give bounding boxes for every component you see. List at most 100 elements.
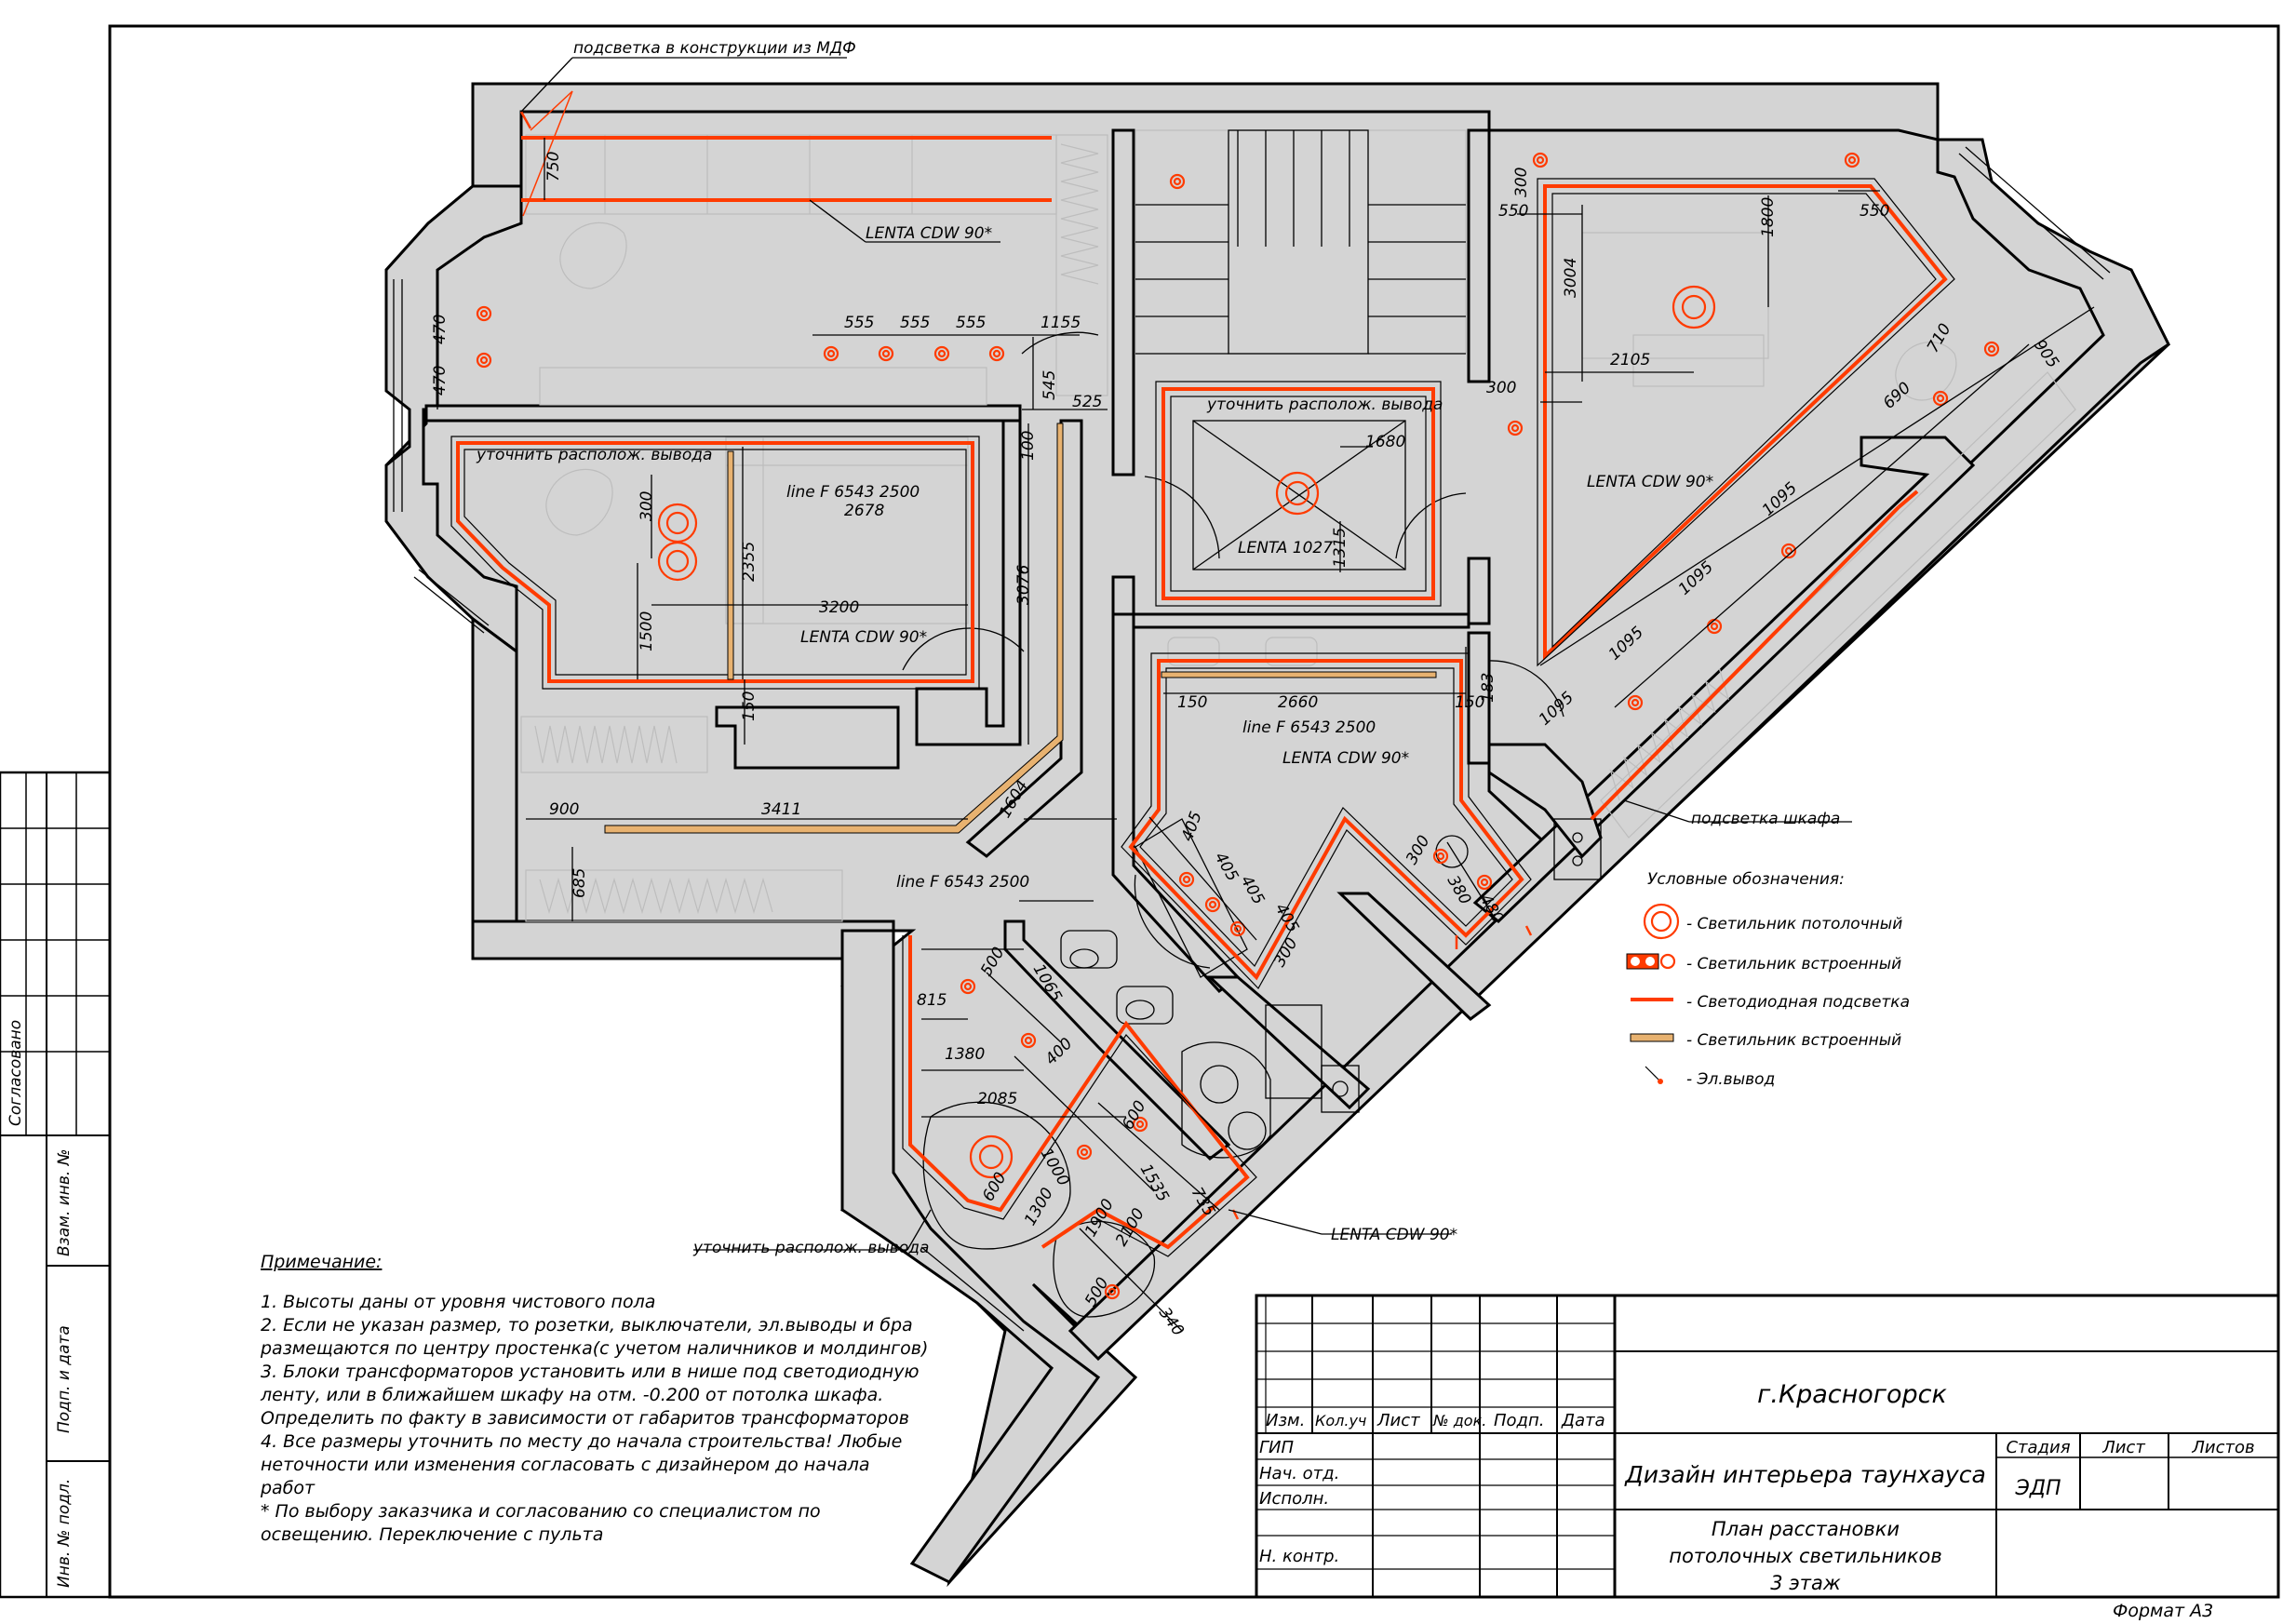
note-line: 4. Все размеры уточнить по месту до нача… (261, 1431, 902, 1452)
dim-1680: 1680 (1365, 433, 1405, 451)
lenta-1027-label: LENTA 1027 (1238, 539, 1333, 557)
clarify-label-1: уточнить располож. вывода (476, 446, 712, 464)
leader-lines (520, 57, 1852, 1251)
lenta-label-4: LENTA CDW 90* (1282, 749, 1409, 768)
tb-project: Дизайн интерьера таунхауса (1624, 1461, 1986, 1488)
tb-header-list: Лист (1376, 1411, 1420, 1430)
lenta-label-3: LENTA CDW 90* (1587, 473, 1713, 491)
clarify-label-2: уточнить располож. вывода (1206, 396, 1443, 414)
dim-1800: 1800 (1759, 197, 1778, 237)
dim-300c: 300 (1486, 379, 1516, 397)
note-line: 2. Если не указан размер, то розетки, вы… (261, 1315, 913, 1335)
tb-stage-value: ЭДП (2014, 1477, 2061, 1500)
legend-item-2: - Светильник встроенный (1686, 955, 1901, 973)
legend: Условные обозначения: - Светильник потол… (1626, 870, 1910, 1089)
dim-555b: 555 (900, 314, 930, 332)
tb-role-head: Нач. отд. (1259, 1464, 1339, 1483)
dim-3004: 3004 (1562, 258, 1580, 298)
furniture (520, 129, 2076, 1318)
dim-685: 685 (571, 868, 589, 898)
dim-300a: 300 (638, 491, 656, 521)
dim-815: 815 (917, 991, 947, 1010)
ceiling-lamp (969, 1134, 1014, 1179)
legend-item-1: - Светильник потолочный (1686, 915, 1902, 933)
dim-550b: 550 (1860, 202, 1889, 221)
dim-340: 340 (1155, 1304, 1188, 1339)
dim-1500: 1500 (638, 611, 656, 651)
format-label: Формат А3 (2113, 1601, 2213, 1621)
tb-header-kol: Кол.уч (1315, 1412, 1366, 1429)
dim-2355: 2355 (740, 542, 759, 582)
dim-525: 525 (1072, 393, 1102, 411)
tb-sheets-label: Листов (2191, 1438, 2254, 1457)
dim-470b: 470 (431, 366, 450, 396)
ceiling-lamp (1275, 471, 1320, 516)
dim-470a: 470 (431, 315, 450, 344)
note-line: работ (260, 1478, 316, 1498)
ceiling-lamps (657, 285, 1716, 1179)
dim-550a: 550 (1498, 202, 1528, 221)
dim-1380: 1380 (945, 1045, 985, 1064)
dimension-lines (436, 138, 2095, 1332)
dim-150c: 150 (1455, 693, 1484, 712)
note-line: Определить по факту в зависимости от габ… (261, 1408, 909, 1429)
inv-change-label: Взам. инв. № (55, 1149, 74, 1256)
dim-2085: 2085 (977, 1090, 1017, 1108)
dim-555c: 555 (956, 314, 986, 332)
line-label-2: line F 6543 2500 (1242, 718, 1376, 737)
dim-150a: 150 (740, 691, 759, 721)
legend-outlet-icon (1645, 1066, 1663, 1084)
dim-3076: 3076 (1014, 565, 1033, 605)
lenta-label-5: LENTA CDW 90* (1331, 1226, 1457, 1244)
tb-sheet-label: Лист (2101, 1438, 2145, 1457)
note-line: * По выбору заказчика и согласованию со … (261, 1501, 821, 1522)
dim-150b: 150 (1177, 693, 1207, 712)
sign-date-label: Подп. и дата (55, 1325, 74, 1433)
led-strips (450, 136, 1955, 1257)
ceiling-lamp (1672, 285, 1716, 329)
agreed-label: Согласовано (7, 1020, 25, 1126)
dim-300b: 300 (1512, 168, 1531, 197)
note-line: 3. Блоки трансформаторов установить или … (261, 1362, 919, 1382)
legend-item-3: - Светодиодная подсветка (1686, 993, 1910, 1012)
dim-555a: 555 (844, 314, 874, 332)
dim-545: 545 (1041, 370, 1059, 400)
line-label-3: line F 6543 2500 (896, 873, 1029, 892)
title-block: Изм. Кол.уч Лист № док. Подп. Дата ГИП Н… (1255, 1294, 2280, 1599)
notes: Примечание: 1. Высоты даны от уровня чис… (260, 1252, 928, 1545)
note-line: 1. Высоты даны от уровня чистового пола (261, 1292, 655, 1312)
recessed-lamps (476, 152, 2000, 1300)
clarify-label-3: уточнить располож. вывода (692, 1239, 929, 1257)
note-line: размещаются по центру простенка(с учетом… (260, 1338, 928, 1359)
legend-item-5: - Эл.вывод (1686, 1070, 1775, 1089)
legend-title: Условные обозначения: (1647, 870, 1845, 889)
inv-orig-label: Инв. № подл. (55, 1479, 74, 1588)
note-line: освещению. Переключение с пульта (261, 1524, 603, 1545)
dim-3200: 3200 (819, 598, 859, 617)
dim-2678: 2678 (844, 502, 884, 520)
left-stamp: Согласовано Взам. инв. № Подп. и дата Ин… (0, 771, 112, 1599)
legend-item-4: - Светильник встроенный (1686, 1031, 1901, 1050)
tb-role-gip: ГИП (1259, 1438, 1294, 1457)
legend-linear-lamp-icon (1630, 1033, 1674, 1042)
dim-900: 900 (549, 800, 579, 819)
notes-title: Примечание: (261, 1252, 382, 1272)
wardrobe-light-label: подсветка шкафа (1691, 810, 1840, 828)
dim-2660: 2660 (1278, 693, 1318, 712)
tb-header-sign: Подп. (1494, 1411, 1544, 1430)
dim-100: 100 (1019, 431, 1038, 461)
tb-city: г.Красногорск (1757, 1380, 1947, 1409)
dim-1315: 1315 (1331, 528, 1349, 568)
tb-role-exec: Исполн. (1259, 1489, 1329, 1509)
dim-183: 183 (1479, 673, 1497, 703)
legend-ceiling-lamp-icon (1643, 903, 1680, 940)
lenta-label-1: LENTA CDW 90* (866, 224, 992, 243)
electric-outlets (519, 90, 1533, 1220)
tb-drawing-line1: План расстановки (1712, 1518, 1900, 1540)
tb-role-control: Н. контр. (1259, 1547, 1339, 1566)
note-line: неточности или изменения согласовать с д… (261, 1455, 870, 1475)
mdf-light-label: подсветка в конструкции из МДФ (573, 39, 856, 58)
plan-annotations: подсветка в конструкции из МДФ LENTA CDW… (476, 39, 1840, 1257)
tb-stage-label: Стадия (2006, 1438, 2070, 1457)
